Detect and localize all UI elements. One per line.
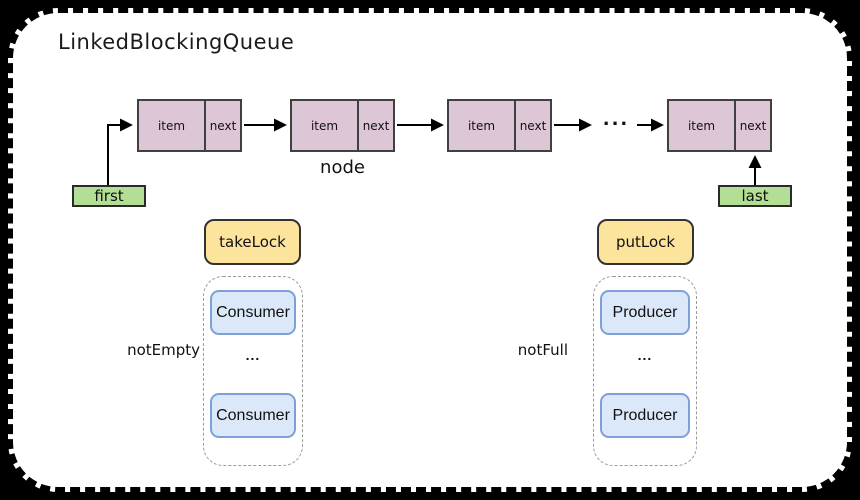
list-node-4: item next	[667, 99, 772, 152]
producer-thread-2: Producer	[600, 393, 690, 438]
diagram-title: LinkedBlockingQueue	[58, 30, 295, 54]
node-item-cell: item	[449, 101, 516, 150]
node-next-cell: next	[739, 118, 767, 133]
node-item-cell: item	[669, 101, 736, 150]
producer-thread-1: Producer	[600, 290, 690, 335]
last-pointer-tag: last	[718, 185, 792, 207]
node-item-cell: item	[292, 101, 359, 150]
put-lock-box: putLock	[597, 219, 694, 265]
consumer-ellipsis: ...	[245, 347, 261, 363]
consumer-thread-2: Consumer	[210, 393, 296, 438]
list-node-2: item next	[290, 99, 395, 152]
chain-ellipsis: ...	[602, 109, 630, 130]
list-node-3: item next	[447, 99, 552, 152]
consumer-thread-1: Consumer	[210, 290, 296, 335]
diagram-frame	[8, 8, 852, 492]
node-caption: node	[320, 157, 365, 178]
node-next-cell: next	[519, 118, 547, 133]
producer-ellipsis: ...	[637, 347, 653, 363]
first-pointer-tag: first	[72, 185, 146, 207]
not-empty-label: notEmpty	[127, 341, 200, 359]
node-next-cell: next	[209, 118, 237, 133]
arrow-first-to-node1	[107, 118, 133, 185]
node-next-cell: next	[362, 118, 390, 133]
not-full-label: notFull	[517, 341, 568, 359]
take-lock-box: takeLock	[204, 219, 301, 265]
node-item-cell: item	[139, 101, 206, 150]
list-node-1: item next	[137, 99, 242, 152]
consumer-group: Consumer ... Consumer	[203, 276, 303, 466]
producer-group: Producer ... Producer	[593, 276, 697, 466]
